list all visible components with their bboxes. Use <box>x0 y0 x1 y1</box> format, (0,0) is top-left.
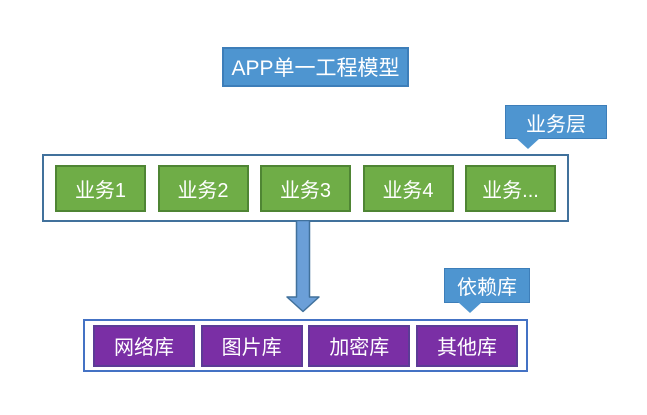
dependency-item-label: 其他库 <box>436 337 497 359</box>
business-item-label: 业务... <box>482 179 539 202</box>
business-item-label: 业务3 <box>279 179 332 202</box>
dependency-item-other: 其他库 <box>415 324 518 367</box>
dependency-item-label: 加密库 <box>329 337 390 359</box>
dependency-item-label: 图片库 <box>221 337 282 359</box>
diagram-title-box: APP单一工程模型 <box>222 47 409 87</box>
business-layer-callout-label: 业务层 <box>526 113 586 136</box>
down-arrow-icon <box>286 220 320 313</box>
diagram-title: APP单一工程模型 <box>231 57 400 80</box>
business-item-label: 业务2 <box>177 179 229 202</box>
business-item-more: 业务... <box>465 164 556 212</box>
dependency-item-encryption: 加密库 <box>308 324 411 367</box>
dependency-item-image: 图片库 <box>200 324 303 367</box>
business-item-3: 业务3 <box>260 164 351 212</box>
dependency-layer-callout-tail <box>458 302 482 313</box>
dependency-item-label: 网络库 <box>114 337 174 359</box>
business-item-label: 业务4 <box>382 179 434 202</box>
business-item-2: 业务2 <box>157 164 249 212</box>
business-layer-container: 业务1 业务2 业务3 业务4 业务... <box>42 154 569 222</box>
business-item-4: 业务4 <box>362 164 454 212</box>
business-item-1: 业务1 <box>55 164 146 212</box>
dependency-layer-callout-label: 依赖库 <box>457 277 517 299</box>
business-layer-callout-tail <box>516 138 540 149</box>
dependency-item-network: 网络库 <box>93 324 195 367</box>
dependency-layer-container: 网络库 图片库 加密库 其他库 <box>83 319 528 372</box>
business-layer-callout: 业务层 <box>505 105 607 139</box>
business-item-label: 业务1 <box>74 179 127 202</box>
dependency-layer-callout: 依赖库 <box>444 268 530 303</box>
